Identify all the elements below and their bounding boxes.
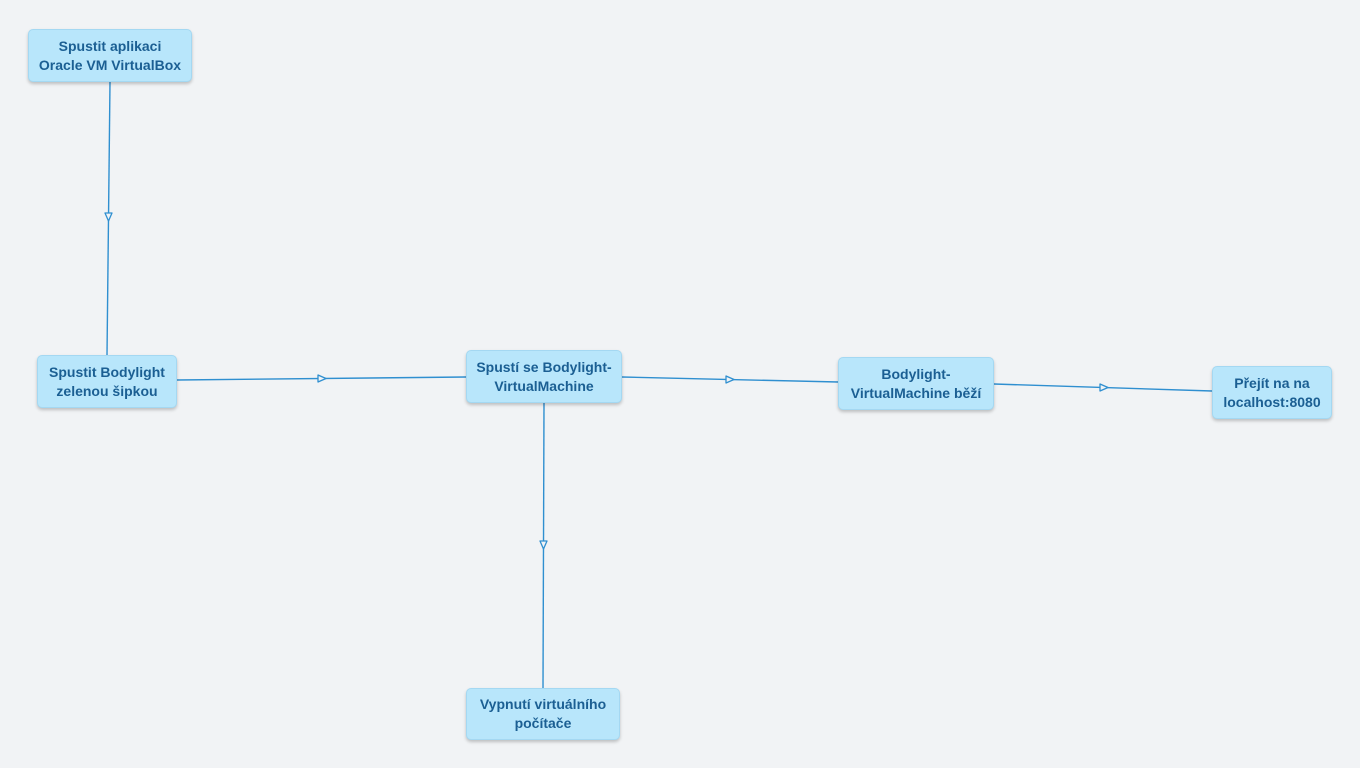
edge-start-bodylight-to-vm-starts[interactable]	[176, 374, 467, 383]
node-vm-starts[interactable]: Spustí se Bodylight- VirtualMachine	[466, 350, 622, 403]
edge-vm-starts-to-vm-running[interactable]	[621, 375, 839, 384]
node-vm-running[interactable]: Bodylight- VirtualMachine běží	[838, 357, 994, 410]
node-shutdown-vm[interactable]: Vypnutí virtuálního počítače	[466, 688, 620, 740]
node-start-bodylight[interactable]: Spustit Bodylight zelenou šipkou	[37, 355, 177, 408]
node-start-virtualbox[interactable]: Spustit aplikaci Oracle VM VirtualBox	[28, 29, 192, 82]
edge-start-virtualbox-to-start-bodylight[interactable]	[104, 81, 113, 356]
edge-vm-running-to-goto-localhost[interactable]	[993, 383, 1213, 392]
edge-vm-starts-to-shutdown-vm[interactable]	[539, 402, 548, 689]
node-goto-localhost[interactable]: Přejít na na localhost:8080	[1212, 366, 1332, 419]
